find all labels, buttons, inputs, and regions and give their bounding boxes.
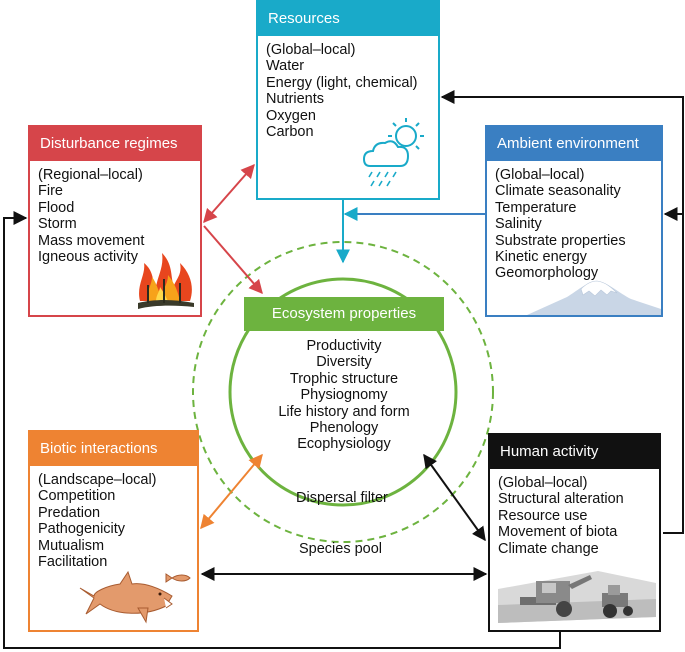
human-list: (Global–local) Structural alteration Res… <box>490 469 659 557</box>
arrow-human-ecosystem <box>423 453 486 542</box>
mountain-icon <box>527 280 661 315</box>
shark-fish-icon <box>79 570 191 624</box>
human-item: Structural alteration <box>498 491 624 508</box>
resources-list: (Global–local) Water Energy (light, chem… <box>258 36 438 140</box>
resources-item: (Global–local) <box>266 42 356 58</box>
disturbance-item: Flood <box>38 199 75 216</box>
ambient-item: Kinetic energy <box>495 249 587 266</box>
disturbance-item: Storm <box>38 216 77 233</box>
ecosystem-item: Productivity <box>306 338 382 354</box>
human-box: Human activity (Global–local) Structural… <box>488 433 661 632</box>
ecosystem-title: Ecosystem properties <box>244 297 444 331</box>
ambient-item: Climate seasonality <box>495 183 621 200</box>
resources-box: Resources (Global–local) Water Energy (l… <box>256 0 440 200</box>
ambient-item: Salinity <box>495 216 542 233</box>
disturbance-item: Mass movement <box>38 232 145 249</box>
resources-item: Nutrients <box>266 91 325 108</box>
disturbance-item: Igneous activity <box>38 249 138 266</box>
species-pool-label: Species pool <box>299 541 383 557</box>
resources-title: Resources <box>258 2 438 36</box>
ecosystem-item: Diversity <box>316 354 372 371</box>
fire-icon <box>138 253 194 309</box>
ambient-item: Temperature <box>495 199 577 216</box>
disturbance-list: (Regional–local) Fire Flood Storm Mass m… <box>30 161 200 265</box>
dispersal-filter-label: Dispersal filter <box>296 490 388 506</box>
biotic-box: Biotic interactions (Landscape–local) Co… <box>28 430 199 632</box>
biotic-item: Predation <box>38 504 101 521</box>
arrow-human-to-resources <box>440 90 684 534</box>
ambient-item: Substrate properties <box>495 232 626 249</box>
resources-item: Carbon <box>266 124 314 141</box>
disturbance-item: Fire <box>38 183 63 200</box>
ambient-box: Ambient environment (Global–local) Clima… <box>485 125 663 317</box>
ecosystem-item: Ecophysiology <box>297 436 391 453</box>
biotic-item: (Landscape–local) <box>38 472 157 488</box>
species-pool-circle <box>192 241 494 543</box>
arrow-biotic-ecosystem <box>200 453 263 530</box>
biotic-title: Biotic interactions <box>30 432 197 466</box>
human-item: Movement of biota <box>498 524 618 541</box>
harvester-tractor-icon <box>498 571 656 623</box>
biotic-item: Mutualism <box>38 537 105 554</box>
arrow-disturbance-resources <box>203 163 255 224</box>
ecosystem-list: Productivity Diversity Trophic structure… <box>244 338 444 453</box>
human-item: Resource use <box>498 507 588 524</box>
sun-cloud-rain-icon <box>362 118 424 187</box>
ambient-list: (Global–local) Climate seasonality Tempe… <box>487 161 661 282</box>
biotic-item: Facilitation <box>38 554 108 571</box>
ambient-item: Geomorphology <box>495 265 599 282</box>
arrow-human-to-disturbance <box>3 211 561 649</box>
ambient-title: Ambient environment <box>487 127 661 161</box>
biotic-list: (Landscape–local) Competition Predation … <box>30 466 197 570</box>
resources-item: Energy (light, chemical) <box>266 74 418 91</box>
ecosystem-item: Trophic structure <box>289 370 399 387</box>
human-title: Human activity <box>490 435 659 469</box>
resources-item: Oxygen <box>266 107 316 124</box>
human-item: Climate change <box>498 540 599 557</box>
resources-item: Water <box>266 58 305 75</box>
disturbance-title: Disturbance regimes <box>30 127 200 161</box>
biotic-item: Competition <box>38 488 116 505</box>
ambient-item: (Global–local) <box>495 167 585 183</box>
biotic-item: Pathogenicity <box>38 521 126 538</box>
arrow-disturbance-to-ecosystem <box>203 225 263 295</box>
disturbance-box: Disturbance regimes (Regional–local) Fir… <box>28 125 202 317</box>
ecosystem-circle <box>228 277 458 507</box>
disturbance-item: (Regional–local) <box>38 167 143 183</box>
ecosystem-item: Life history and form <box>278 403 410 420</box>
ecosystem-item: Phenology <box>309 420 379 437</box>
ecosystem-item: Physiognomy <box>300 387 388 404</box>
human-item: (Global–local) <box>498 475 588 491</box>
